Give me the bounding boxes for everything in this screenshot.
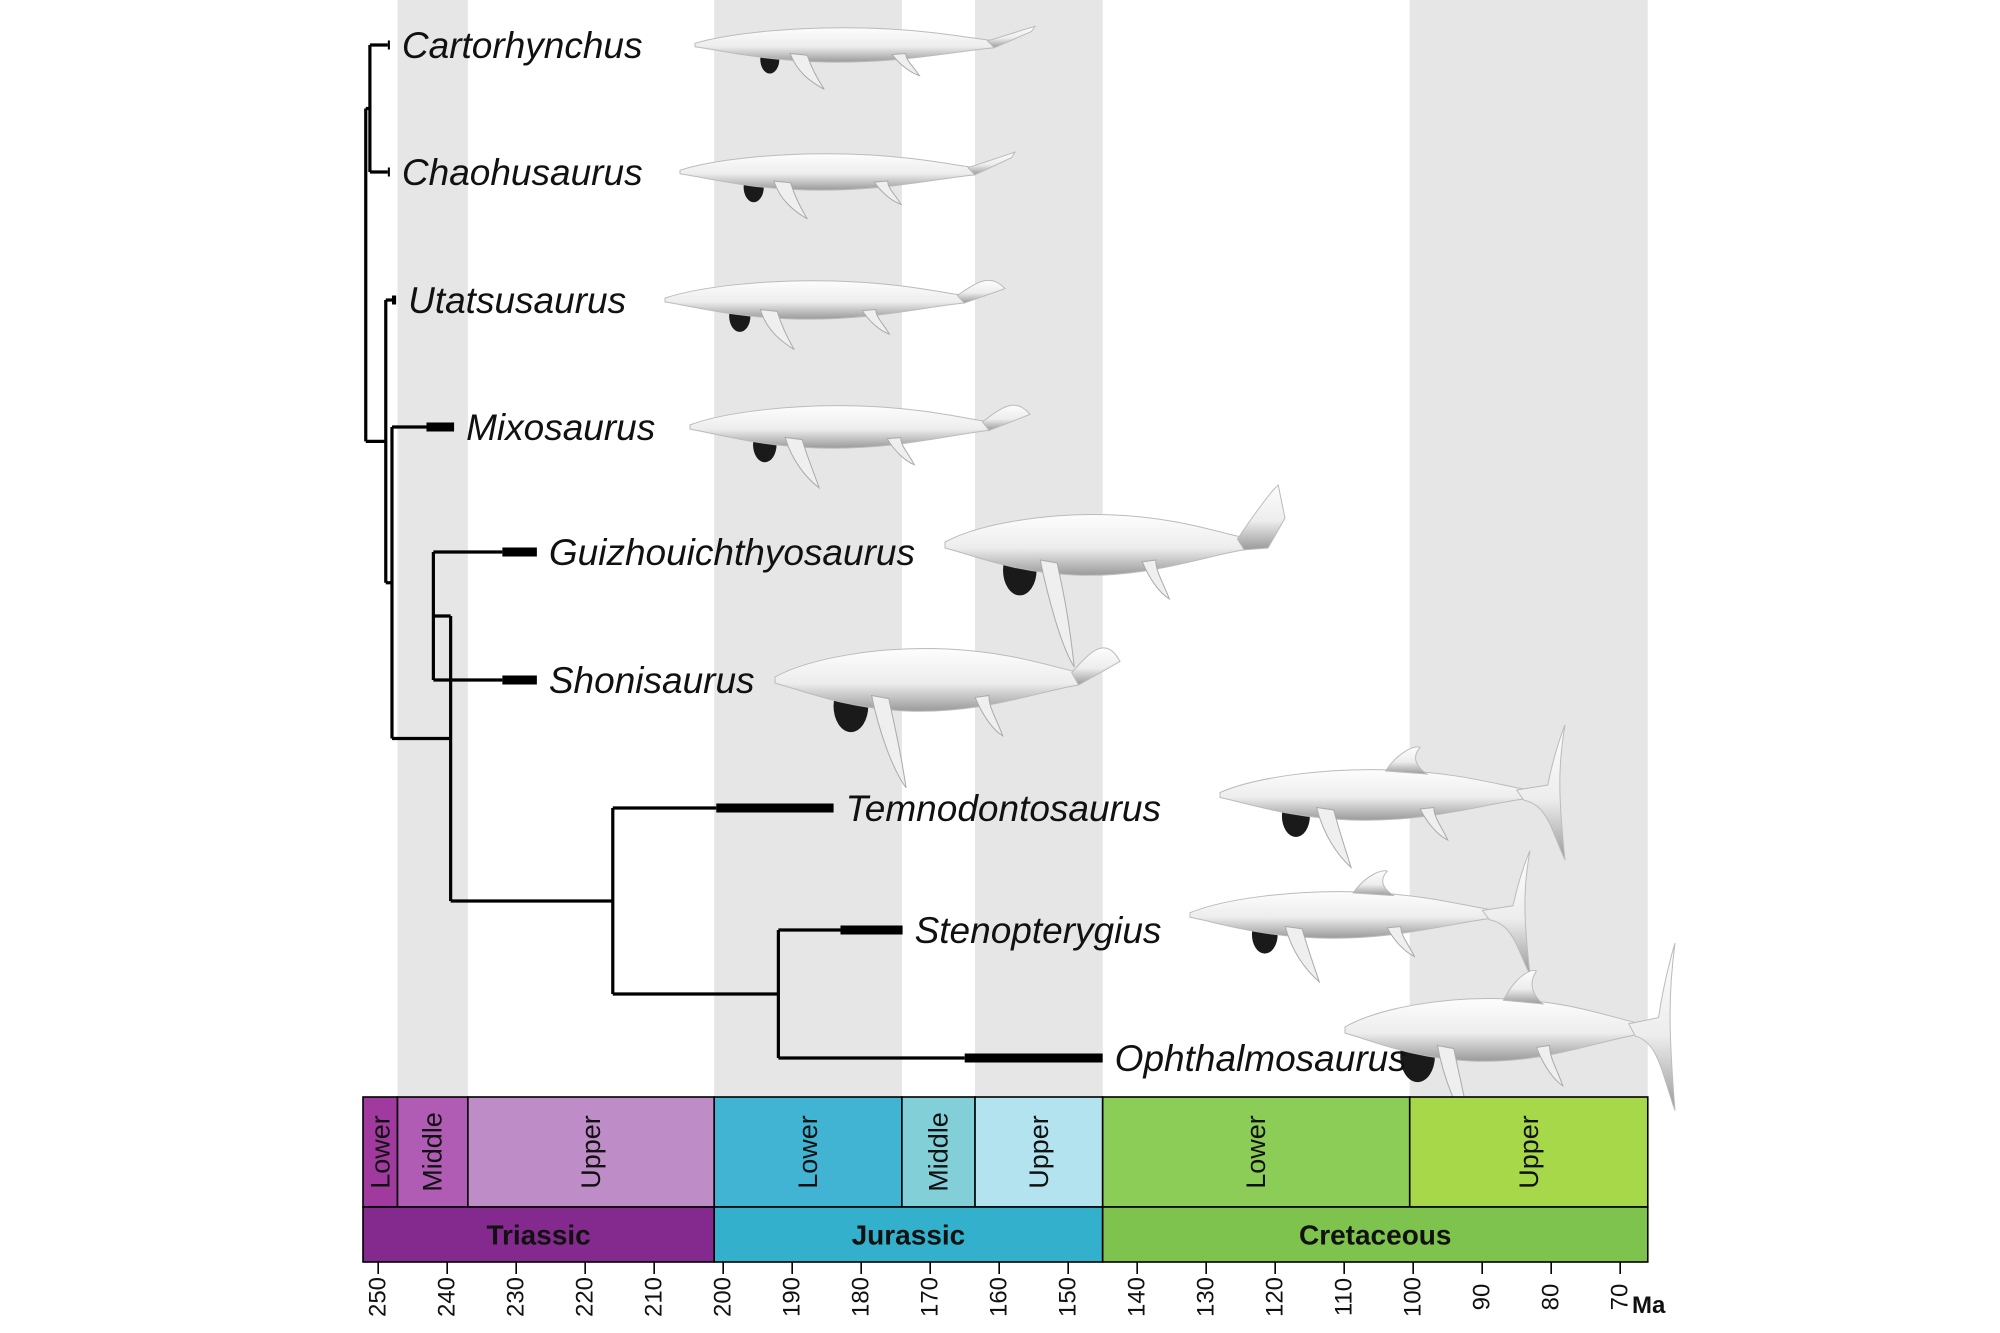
silhouette-stenopterygius: [1189, 850, 1531, 984]
tick-label-150: 150: [1055, 1277, 1082, 1317]
epoch-label-4: Middle: [923, 1112, 953, 1192]
phylogenetic-tree: [364, 40, 1103, 1063]
taxon-label-shonisaurus: Shonisaurus: [549, 660, 755, 701]
shade-band-1: [397, 0, 468, 1097]
tick-label-70: 70: [1607, 1284, 1634, 1311]
silhouette-ophthalmosaurus: [1344, 943, 1676, 1130]
tick-label-120: 120: [1262, 1277, 1289, 1317]
silhouette-shonisaurus: [774, 647, 1121, 789]
epoch-label-0: Lower: [365, 1115, 395, 1189]
taxon-label-ophthalmosaurus: Ophthalmosaurus: [1115, 1038, 1407, 1079]
epoch-box-5: [974, 1096, 1104, 1208]
taxon-label-guizhouichthyosaurus: Guizhouichthyosaurus: [549, 532, 915, 573]
time-axis: 250 240 230 220 210 200 190 180 170 160 150 140 130 1…: [365, 1262, 1666, 1319]
epoch-box-4: [901, 1096, 976, 1208]
tick-label-180: 180: [848, 1277, 875, 1317]
tick-label-230: 230: [503, 1277, 530, 1317]
epoch-label-7: Upper: [1514, 1115, 1544, 1189]
epoch-label-3: Lower: [793, 1115, 823, 1189]
period-label-triassic: Triassic: [486, 1220, 590, 1251]
tick-label-240: 240: [434, 1277, 461, 1317]
epoch-box-6: [1101, 1096, 1411, 1208]
epoch-box-0: [362, 1096, 399, 1208]
ichthyosaur-silhouettes: [664, 25, 1676, 1130]
silhouette-guizhouichthyosaurus: [944, 484, 1286, 668]
tick-label-190: 190: [779, 1277, 806, 1317]
silhouette-chaohusaurus: [679, 151, 1017, 220]
tick-label-80: 80: [1538, 1284, 1565, 1311]
silhouette-utatsusaurus: [664, 279, 1006, 351]
axis-unit-label: Ma: [1632, 1292, 1666, 1319]
silhouette-cartorhynchus: [694, 25, 1037, 90]
silhouette-temnodontosaurus: [1219, 724, 1566, 870]
period-box-jurassic: [713, 1206, 1104, 1263]
period-box-triassic: [362, 1206, 716, 1263]
epoch-box-2: [467, 1096, 716, 1208]
tick-label-250: 250: [365, 1277, 392, 1317]
epoch-label-6: Lower: [1241, 1115, 1271, 1189]
geologic-timescale: Lower Middle Upper Lower Middle Upper Lower Upp…: [362, 1096, 1649, 1263]
shade-band-7: [1409, 0, 1648, 1097]
tick-label-170: 170: [917, 1277, 944, 1317]
period-box-cretaceous: [1101, 1206, 1649, 1263]
taxon-label-utatsusaurus: Utatsusaurus: [408, 280, 626, 321]
epoch-label-1: Middle: [418, 1112, 448, 1192]
tick-label-140: 140: [1124, 1277, 1151, 1317]
tick-label-110: 110: [1331, 1278, 1358, 1316]
tick-label-220: 220: [572, 1277, 599, 1317]
epoch-box-1: [396, 1096, 469, 1208]
taxon-label-stenopterygius: Stenopterygius: [915, 910, 1162, 951]
epoch-label-2: Upper: [576, 1115, 606, 1189]
taxon-labels: CartorhynchusChaohusaurusUtatsusaurusMix…: [402, 25, 1407, 1079]
tick-label-90: 90: [1469, 1284, 1496, 1311]
tick-label-160: 160: [986, 1277, 1013, 1317]
tick-label-210: 210: [641, 1277, 668, 1317]
taxon-label-cartorhynchus: Cartorhynchus: [402, 25, 643, 66]
epoch-label-5: Upper: [1024, 1115, 1054, 1189]
silhouette-mixosaurus: [689, 404, 1031, 490]
taxon-label-temnodontosaurus: Temnodontosaurus: [846, 788, 1161, 829]
period-label-cretaceous: Cretaceous: [1299, 1220, 1452, 1251]
taxon-label-mixosaurus: Mixosaurus: [466, 407, 655, 448]
taxon-label-chaohusaurus: Chaohusaurus: [402, 152, 643, 193]
tick-label-100: 100: [1400, 1277, 1427, 1317]
tick-label-200: 200: [710, 1277, 737, 1317]
period-label-jurassic: Jurassic: [852, 1220, 966, 1251]
tick-label-130: 130: [1193, 1277, 1220, 1317]
